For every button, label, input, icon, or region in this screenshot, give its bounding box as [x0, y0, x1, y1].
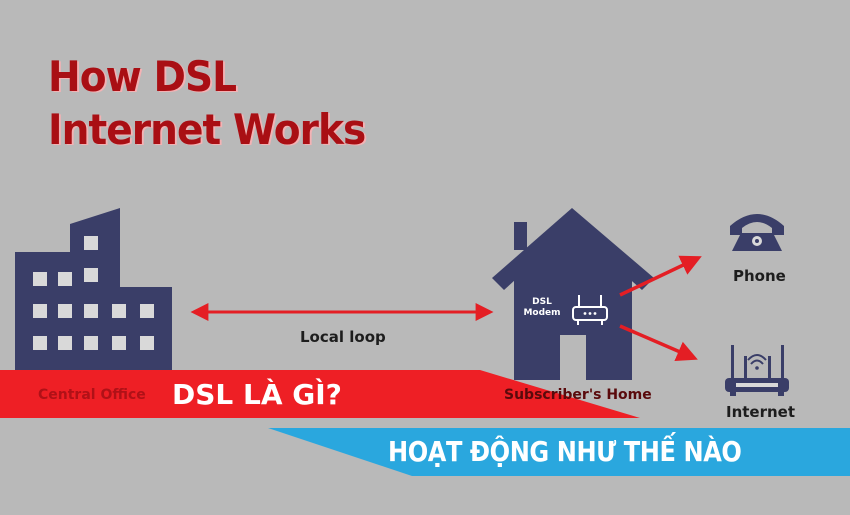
diagram-title: How DSL Internet Works [48, 50, 366, 156]
phone-arrow [619, 255, 702, 297]
modem-icon [572, 295, 608, 325]
wifi-router-icon [725, 345, 789, 396]
internet-arrow [619, 324, 698, 361]
house-icon [492, 208, 654, 380]
red-banner [0, 370, 640, 418]
title-line-1: How DSL [48, 52, 237, 101]
central-office-label: Central Office [38, 387, 146, 403]
modem-label-line-1: DSL [532, 297, 552, 307]
blue-banner-text: HOẠT ĐỘNG NHƯ THẾ NÀO [388, 435, 742, 468]
modem-label-line-2: Modem [523, 308, 561, 318]
red-banner-text: DSL LÀ GÌ? [172, 378, 342, 411]
title-line-2: Internet Works [48, 105, 366, 154]
blue-banner [268, 428, 850, 476]
phone-label: Phone [733, 267, 786, 285]
modem-label: DSL Modem [522, 297, 562, 319]
local-loop-label: Local loop [300, 328, 386, 346]
building-icon [15, 208, 172, 372]
telephone-icon [730, 214, 784, 251]
internet-label: Internet [726, 403, 796, 421]
subscriber-home-label: Subscriber's Home [504, 387, 652, 403]
